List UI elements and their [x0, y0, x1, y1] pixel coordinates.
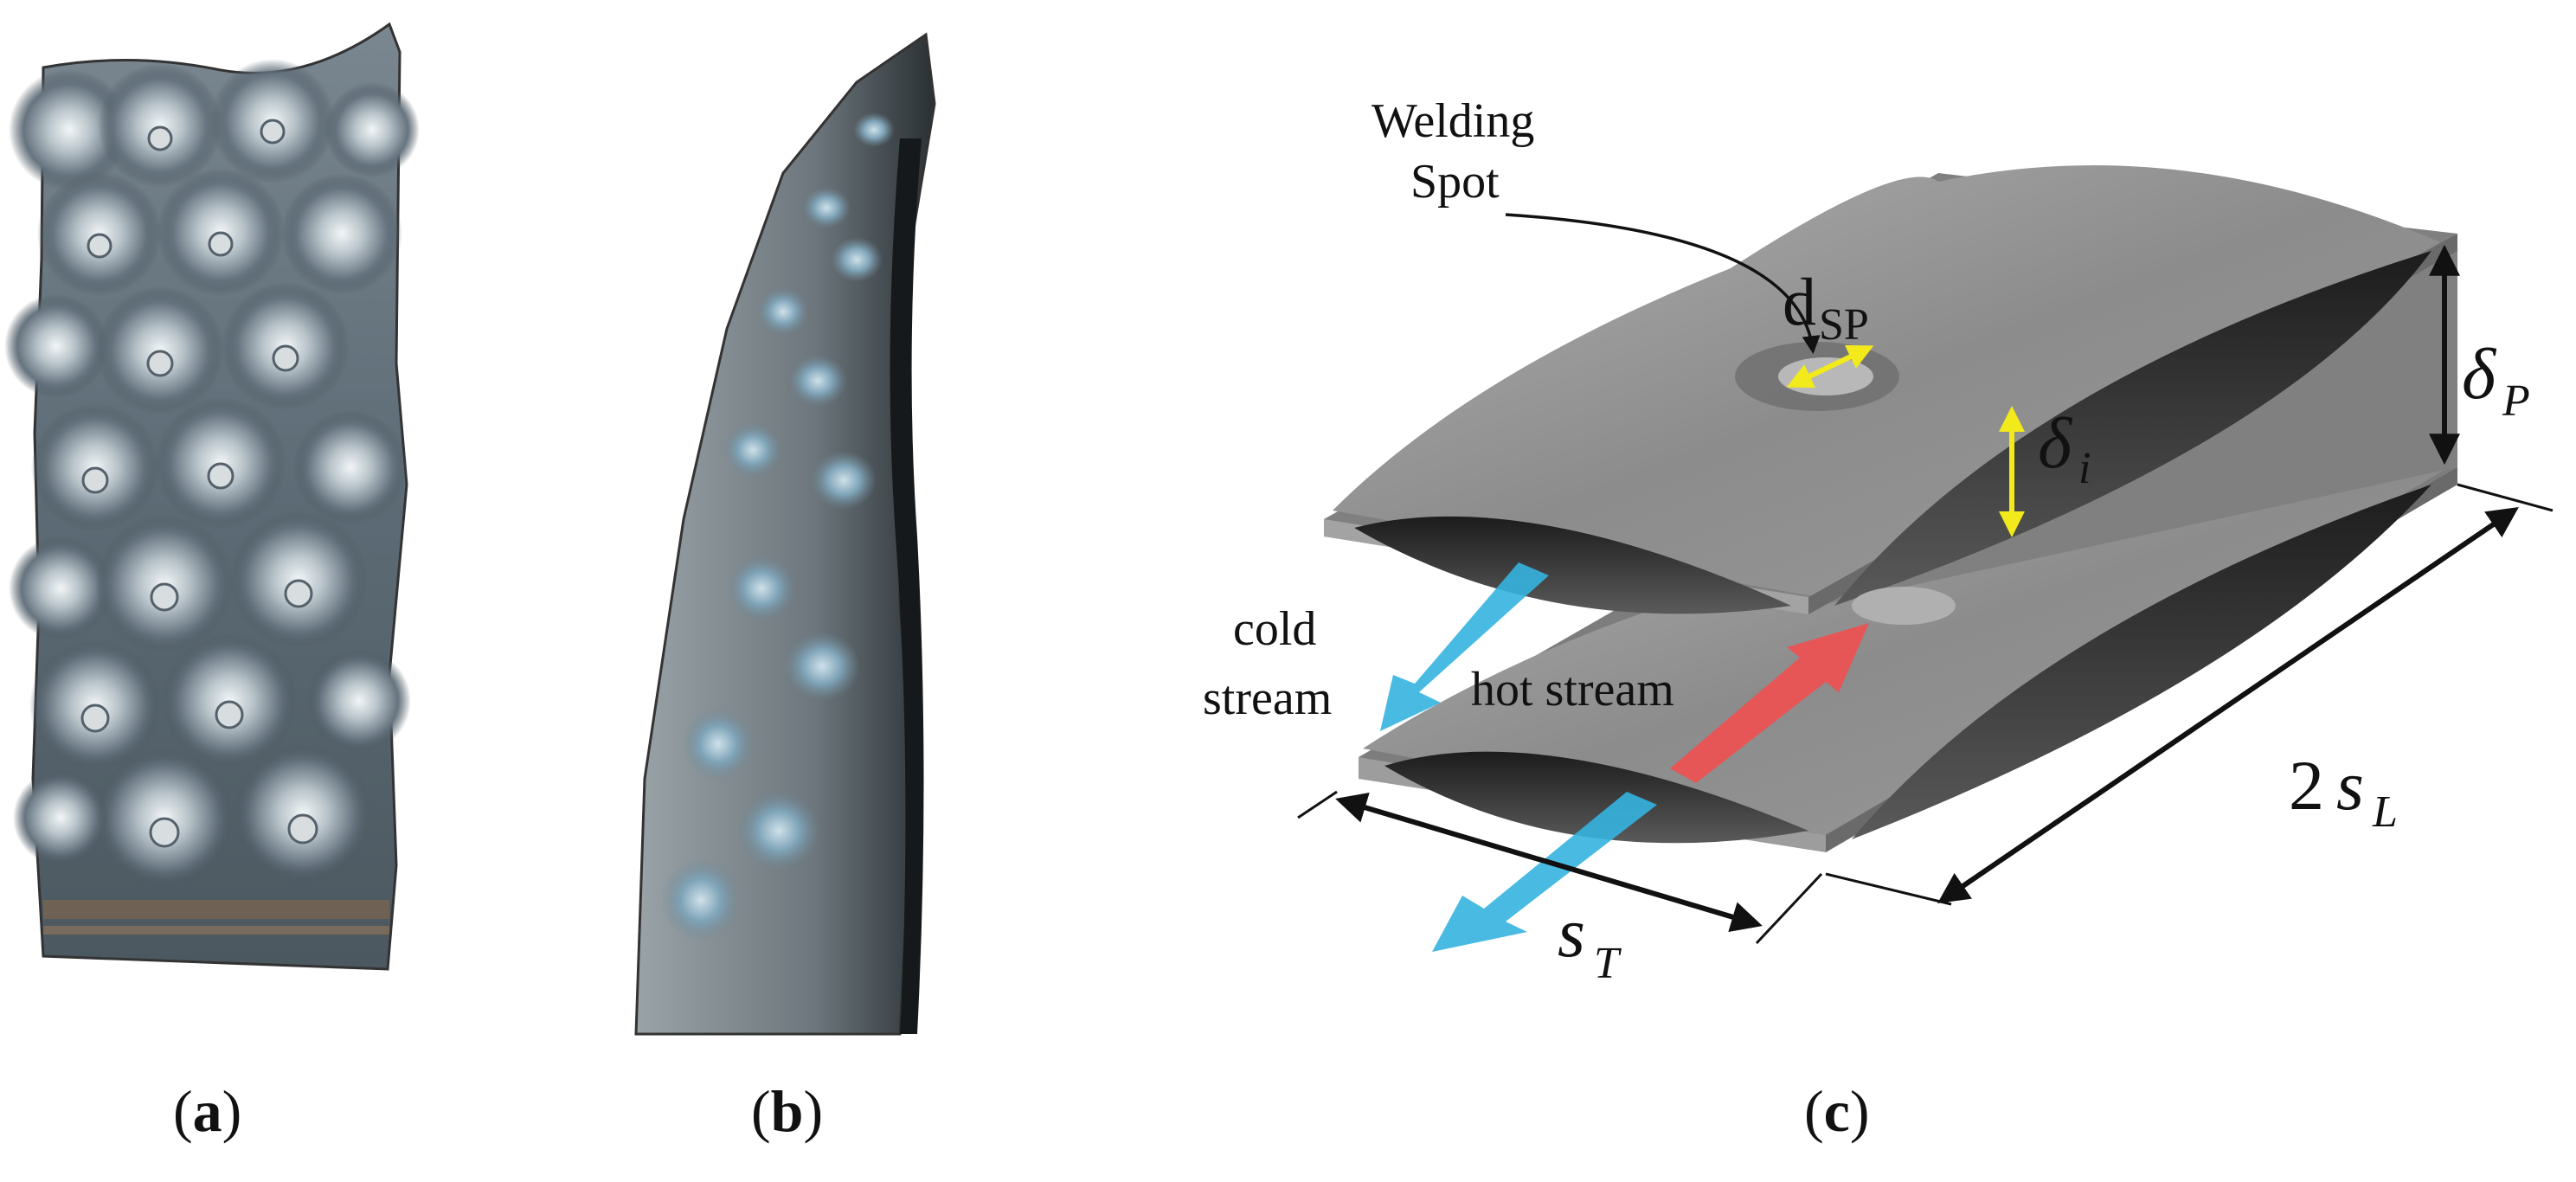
welding-spot-line1: Welding: [1372, 94, 1534, 148]
welding-spot-line2: Spot: [1410, 155, 1500, 209]
panel-label-c: (c): [1804, 1078, 1870, 1144]
label-d-sp: d SP: [1783, 264, 1869, 350]
svg-text:P: P: [2502, 376, 2530, 426]
svg-text:δ: δ: [2462, 334, 2497, 414]
label-delta-p: δ P: [2462, 334, 2530, 426]
svg-text:δ: δ: [2038, 403, 2073, 484]
label-2s-l: 2 s L: [2289, 746, 2398, 837]
cold-stream-arrow-upper: [1380, 562, 1549, 731]
svg-text:s: s: [2336, 746, 2364, 825]
photo-plate-side: [634, 32, 936, 1036]
dimension-lines: [1297, 213, 2554, 945]
plate-schematic: [1324, 165, 2457, 852]
svg-text:T: T: [1594, 939, 1622, 988]
cold-stream-line1: cold: [1233, 602, 1316, 656]
label-delta-i: δ i: [2038, 403, 2091, 493]
annotation-cold-stream: cold stream: [1203, 602, 1332, 725]
cold-stream-line2: stream: [1203, 671, 1332, 725]
spot-welds: [80, 119, 318, 848]
svg-text:2: 2: [2289, 746, 2324, 825]
panel-label-b: (b): [751, 1078, 824, 1144]
photo-plate-front: [4, 22, 420, 971]
svg-text:i: i: [2078, 444, 2091, 493]
svg-text:L: L: [2372, 787, 2398, 837]
svg-text:d: d: [1783, 264, 1816, 339]
label-s-t: s T: [1558, 893, 1622, 988]
annotation-welding-spot: Welding Spot: [1372, 94, 1534, 209]
hot-stream-arrow: [1670, 623, 1869, 783]
panel-label-a: (a): [173, 1078, 242, 1144]
hot-stream-label: hot stream: [1471, 663, 1674, 716]
svg-text:s: s: [1558, 893, 1585, 972]
svg-text:SP: SP: [1819, 300, 1869, 350]
